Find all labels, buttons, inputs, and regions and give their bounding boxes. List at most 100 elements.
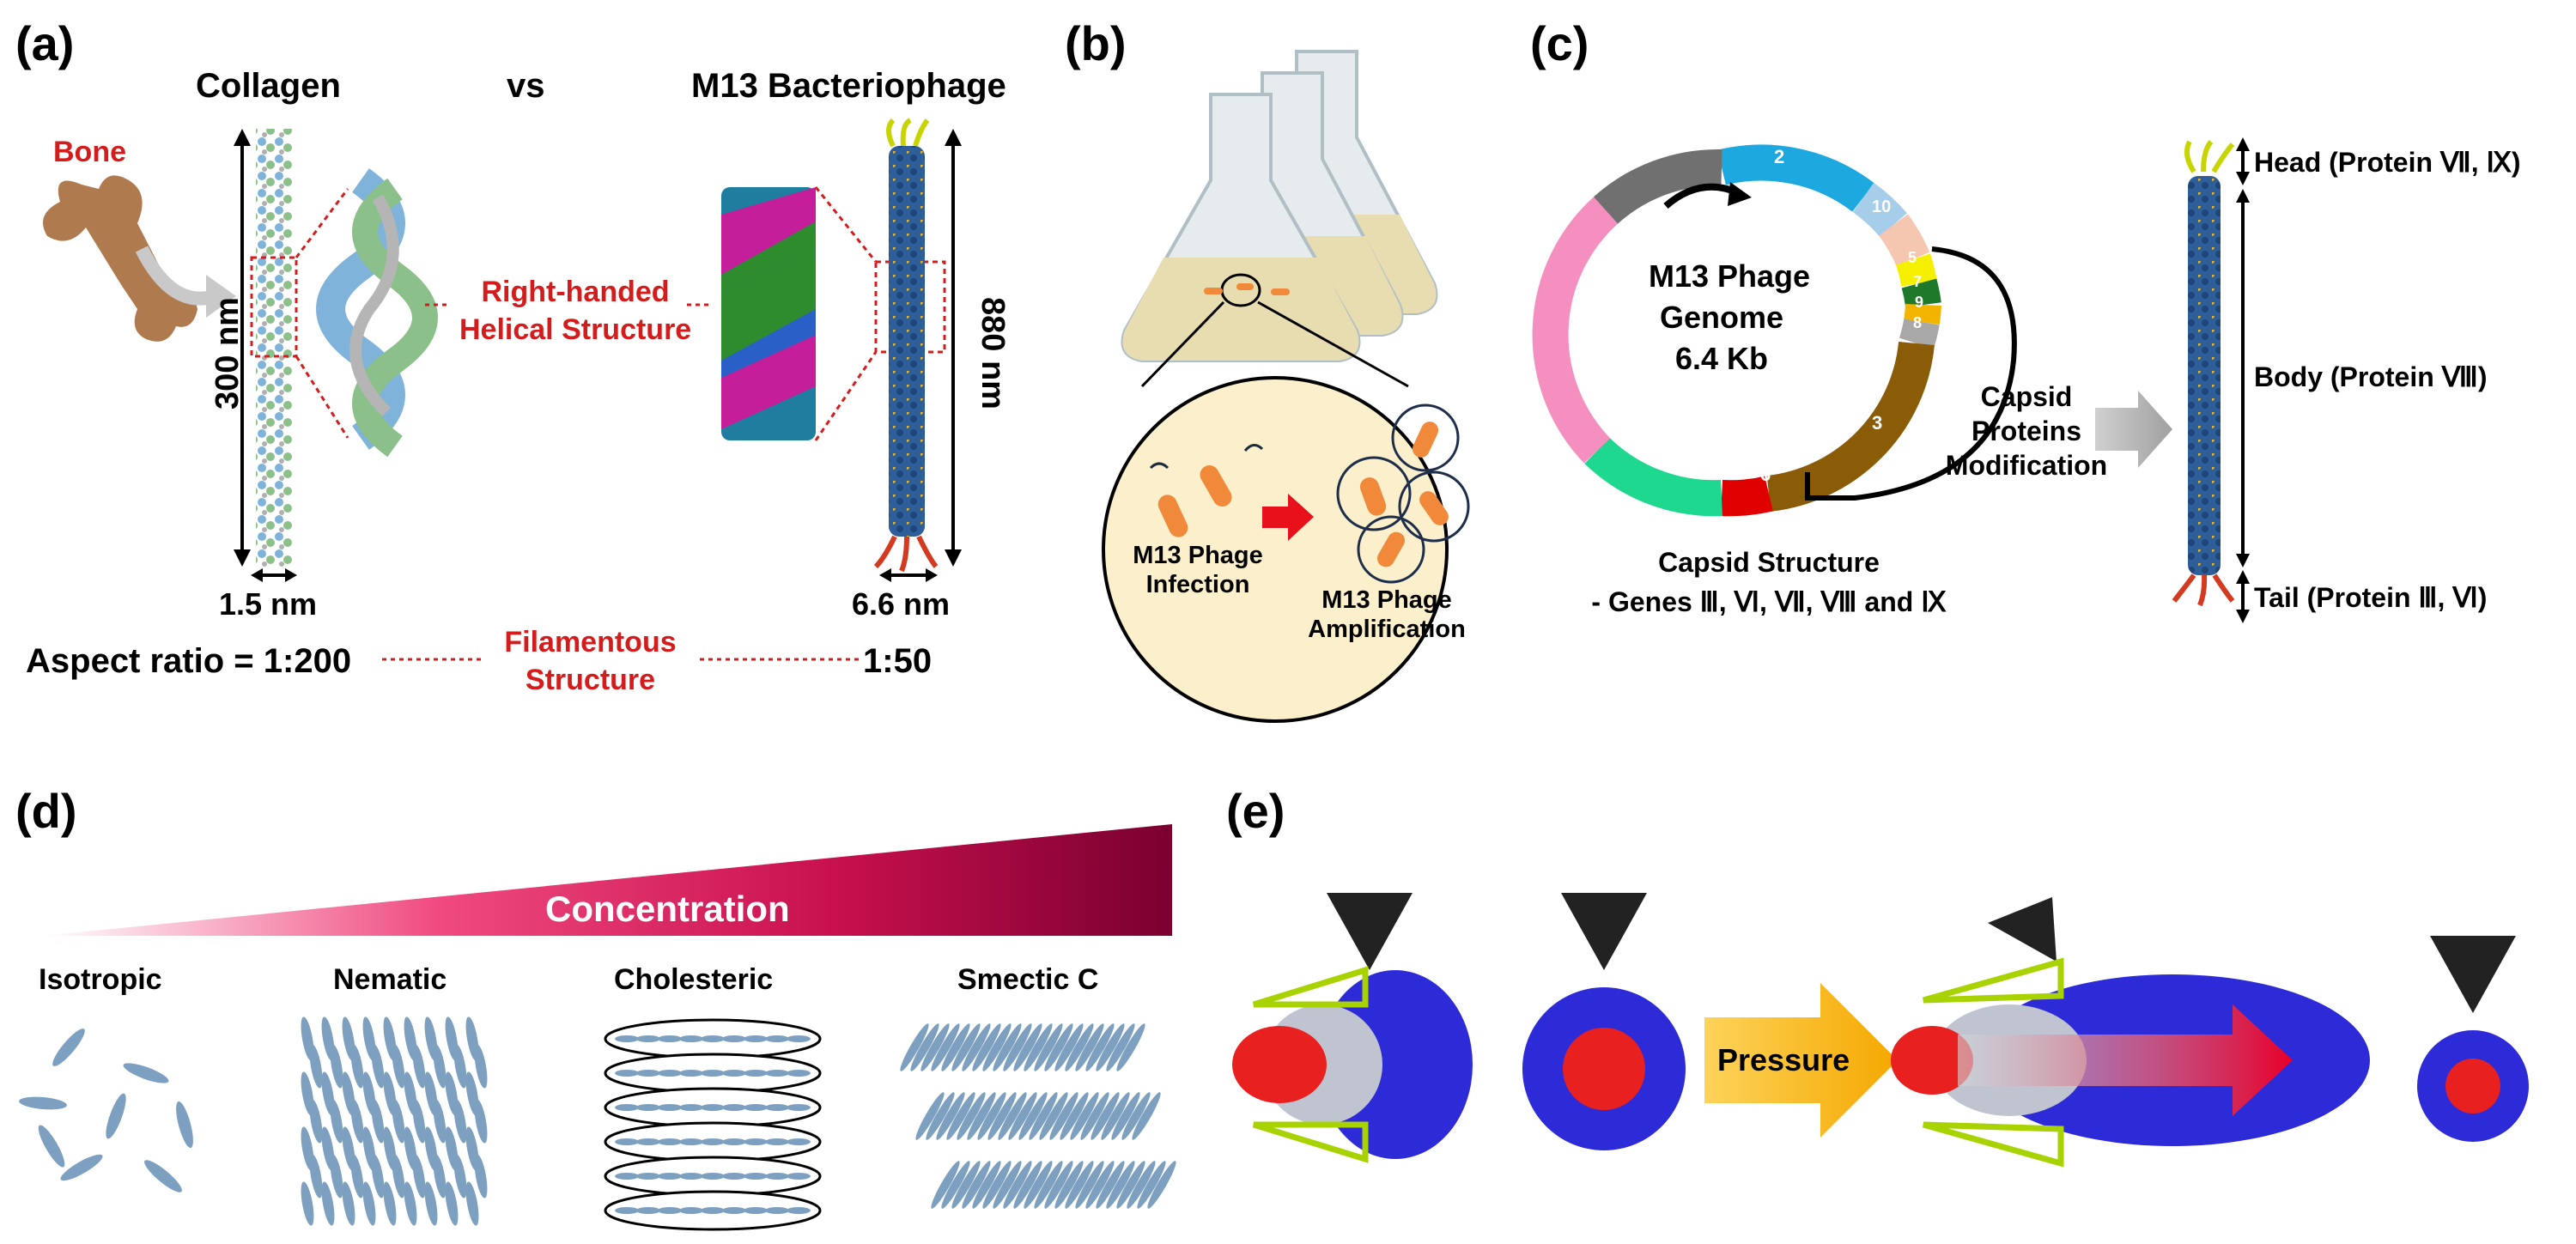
smectic-rod (967, 1092, 996, 1140)
smectic-rod (1111, 1092, 1140, 1140)
smectic-rod (1054, 1023, 1084, 1071)
cholesteric-rod (636, 1035, 660, 1042)
smectic-rod (1085, 1023, 1115, 1071)
cholesteric-rod (615, 1138, 639, 1145)
smectic-rod (920, 1023, 950, 1071)
cholesteric-rod (636, 1104, 660, 1111)
cholesteric-rod (744, 1104, 768, 1111)
indenter-icon (1561, 893, 1647, 970)
nematic-rod (433, 1099, 447, 1144)
cholesteric-rod (636, 1173, 660, 1180)
nematic-rod (433, 1154, 447, 1198)
cholesteric-rod (787, 1035, 811, 1042)
phase-nematic-label: Nematic (333, 963, 447, 996)
cholesteric-rod (722, 1138, 746, 1145)
panel-c-graphics (1532, 137, 2250, 623)
smectic-rod (941, 1023, 970, 1071)
cholesteric-rod (744, 1138, 768, 1145)
smectic-rod (1034, 1161, 1063, 1209)
nematic-rod (392, 1044, 405, 1089)
capsid-line-1: Capsid (1980, 381, 2073, 412)
collagen-length-label: 300 nm (209, 297, 246, 410)
smectic-rod (931, 1023, 960, 1071)
phage-capsid-zoom (721, 187, 816, 440)
nematic-rods (301, 1016, 488, 1226)
body-label: Body (Protein Ⅷ) (2254, 361, 2488, 392)
cholesteric-rod (636, 1070, 660, 1077)
smectic-rod (1070, 1092, 1099, 1140)
cholesteric-rod (765, 1104, 789, 1111)
indenter-icon (2430, 936, 2516, 1013)
smectic-rod (946, 1092, 975, 1140)
smectic-rod (1003, 1023, 1032, 1071)
smectic-rod (915, 1092, 945, 1140)
panel-d-label: (d) (15, 784, 77, 838)
infection-line-2: Infection (1145, 571, 1250, 598)
nematic-rod (330, 1044, 343, 1089)
cholesteric-rod (744, 1173, 768, 1180)
smectic-rod (926, 1092, 955, 1140)
cholesteric-rod (701, 1207, 725, 1214)
concentration-wedge (43, 824, 1172, 936)
nematic-rod (453, 1044, 467, 1089)
smectic-rod (900, 1023, 929, 1071)
head-label: Head (Protein Ⅶ, Ⅸ) (2254, 147, 2521, 178)
panel-b-graphics (1102, 50, 1470, 723)
cholesteric-rod (722, 1070, 746, 1077)
nematic-rod (371, 1044, 385, 1089)
nematic-rod (330, 1154, 343, 1198)
nematic-rod (392, 1154, 405, 1198)
gene-label: 9 (1915, 294, 1924, 311)
cholesteric-rod (615, 1104, 639, 1111)
cholesteric-rod (722, 1104, 746, 1111)
smectic-rod (962, 1023, 991, 1071)
smectic-rod (1075, 1023, 1104, 1071)
panel-b-label: (b) (1065, 16, 1127, 70)
nematic-rod (453, 1099, 467, 1144)
cholesteric-rod (679, 1173, 703, 1180)
smectic-rod (1034, 1023, 1063, 1071)
smectic-rod (936, 1092, 965, 1140)
indenter-icon (1327, 893, 1413, 970)
nematic-rod (412, 1044, 426, 1089)
tail-label: Tail (Protein Ⅲ, Ⅵ) (2254, 582, 2488, 613)
smectic-rod (1013, 1161, 1042, 1209)
smectic-rod (1080, 1092, 1109, 1140)
smectic-rod (993, 1023, 1022, 1071)
amplified-phages (1336, 404, 1470, 584)
phase-cholesteric-label: Cholesteric (614, 963, 774, 996)
smectic-rod (1137, 1161, 1166, 1209)
nematic-rod (412, 1154, 426, 1198)
nematic-rod (474, 1154, 488, 1198)
nematic-rod (453, 1154, 467, 1198)
isotropic-rods (19, 1029, 193, 1192)
amplification-label: M13 Phage Amplification (1288, 586, 1485, 644)
smectic-rod (951, 1023, 981, 1071)
phase-smectic-label: Smectic C (957, 963, 1099, 996)
phage-molecule-side (1232, 966, 1473, 1163)
nematic-rod (424, 1181, 438, 1226)
nematic-rod (474, 1099, 488, 1144)
cholesteric-rod (658, 1173, 682, 1180)
gene-label: 1 (1657, 446, 1668, 468)
cholesteric-rod (722, 1173, 746, 1180)
gene-label: 8 (1913, 314, 1923, 331)
gene-label: 6 (1760, 464, 1771, 485)
smectic-rod (957, 1092, 986, 1140)
smectic-rod (972, 1023, 1001, 1071)
cholesteric-rod (787, 1207, 811, 1214)
genome-line-3: 6.4 Kb (1674, 341, 1769, 376)
smectic-rod (998, 1092, 1027, 1140)
structure-line-1: Capsid Structure (1658, 547, 1880, 578)
smectic-rod (1127, 1161, 1156, 1209)
nematic-rod (371, 1099, 385, 1144)
genome-ring (1532, 144, 1941, 517)
smectic-rod (1024, 1161, 1053, 1209)
gene-label: 7 (1913, 273, 1923, 290)
structure-line-2: - Genes Ⅲ, Ⅵ, Ⅶ, Ⅷ and Ⅸ (1591, 586, 1947, 617)
cholesteric-rod (679, 1138, 703, 1145)
cholesteric-rod (636, 1207, 660, 1214)
m13-phage-rod-c (2172, 139, 2235, 607)
smectic-rod (941, 1161, 970, 1209)
